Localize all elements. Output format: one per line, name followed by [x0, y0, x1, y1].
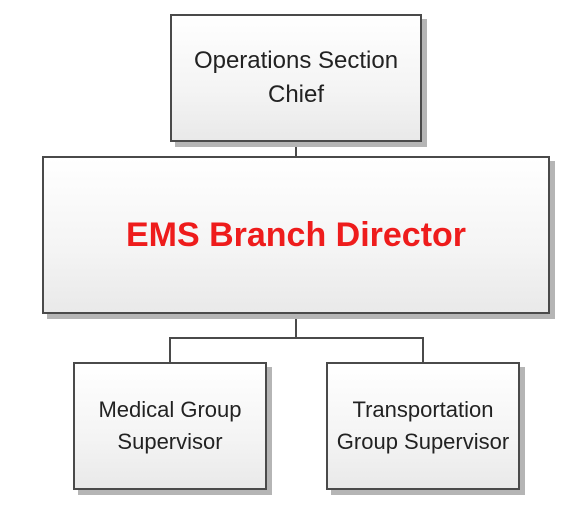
transportation-group-supervisor-box: Transportation Group Supervisor [326, 362, 520, 490]
transportation-group-supervisor-label: Transportation Group Supervisor [336, 397, 510, 454]
medical-group-supervisor-label: Medical Group Supervisor [98, 397, 242, 454]
operations-section-chief-label: Operations Section Chief [193, 47, 399, 108]
operations-section-chief-box: Operations Section Chief [170, 14, 422, 142]
medical-group-supervisor-box: Medical Group Supervisor [73, 362, 267, 490]
ems-branch-director-box: EMS Branch Director [42, 156, 550, 314]
ems-branch-director-label: EMS Branch Director [125, 215, 467, 254]
